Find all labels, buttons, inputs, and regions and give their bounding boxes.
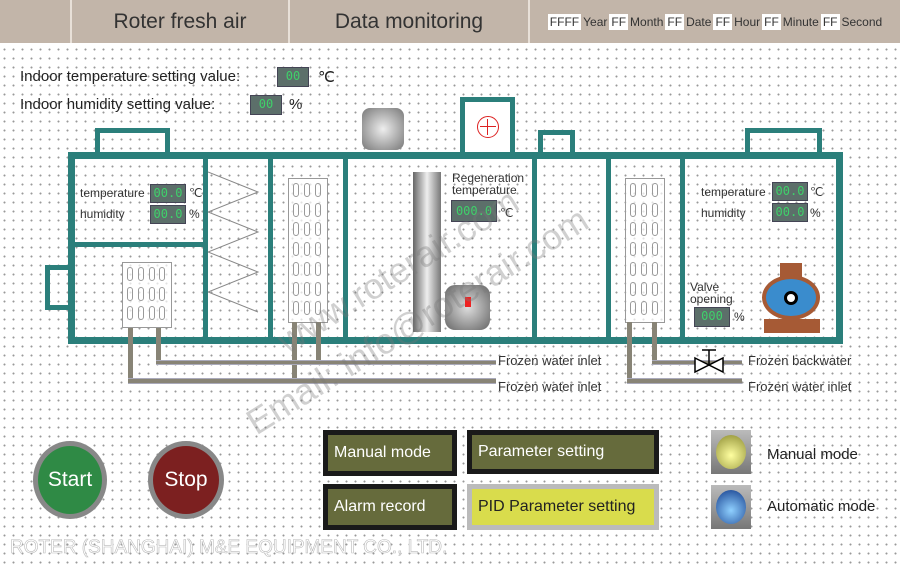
left-hum-unit: % [189, 207, 200, 221]
page-title: Data monitoring [290, 0, 530, 43]
air-inlet [45, 265, 70, 310]
second-label: Second [841, 14, 883, 29]
date-value: FF [665, 13, 685, 30]
temp-setting-input[interactable]: 00 [277, 67, 309, 87]
left-temp-label: temperature [80, 186, 145, 200]
motor-icon [445, 285, 490, 330]
right-hum-unit: % [810, 206, 821, 220]
pipe-label: Frozen water inlet [498, 379, 602, 394]
hum-setting-label: Indoor humidity setting value: [20, 96, 216, 113]
pipe [128, 378, 496, 384]
valve-opening-unit: % [734, 310, 745, 324]
pipe-label: Frozen water inlet [748, 379, 852, 394]
manual-mode-label: Manual mode [328, 435, 452, 471]
date-label: Date [686, 14, 712, 29]
regen-label: Regeneration temperature [452, 171, 525, 197]
automatic-mode-indicator-label: Automatic mode [767, 498, 876, 515]
air-hood [745, 128, 822, 154]
left-temp-unit: ℃ [189, 186, 203, 200]
minute-label: Minute [782, 14, 819, 29]
temp-setting-unit: ℃ [318, 69, 335, 86]
air-hood [538, 130, 575, 154]
right-hum-label: humidity [701, 206, 746, 220]
hum-setting-unit: % [289, 96, 303, 113]
year-label: Year [583, 14, 608, 29]
year-value: FFFF [547, 13, 582, 30]
air-handling-unit [68, 152, 843, 344]
valve-label: Valve opening [690, 280, 733, 306]
regen-hood [460, 97, 515, 154]
left-hum-value: 00.0 [150, 205, 186, 224]
regen-temp-unit: ℃ [500, 206, 514, 220]
minute-value: FF [762, 13, 781, 30]
automatic-mode-lamp-icon [711, 485, 751, 529]
parameter-setting-label: Parameter setting [472, 435, 654, 469]
hum-setting-input[interactable]: 00 [250, 95, 282, 115]
right-hum-value: 00.0 [772, 203, 808, 222]
pipe-label: Frozen backwater [748, 353, 852, 368]
stop-button[interactable]: Stop [148, 441, 224, 519]
right-temp-unit: ℃ [810, 185, 824, 199]
header-blank [0, 0, 72, 43]
hour-value: FF [713, 13, 733, 30]
blower-fan-icon [362, 108, 404, 150]
second-value: FF [820, 13, 840, 30]
month-label: Month [630, 14, 664, 29]
manual-mode-indicator-label: Manual mode [767, 446, 858, 463]
alarm-record-button[interactable]: Alarm record [323, 484, 457, 530]
parameter-setting-button[interactable]: Parameter setting [467, 430, 659, 474]
heater-coil-icon [208, 171, 260, 313]
app-title: Roter fresh air [72, 0, 290, 43]
company-footer: ROTER (SHANGHAI) M&E EQUIPMENT CO., LTD. [10, 537, 448, 559]
cooling-coil [625, 178, 665, 323]
regen-temp-value: 000.0 [451, 200, 497, 222]
damper-icon [477, 116, 499, 138]
pipe-label: Frozen water inlet [498, 353, 602, 368]
air-hood [95, 128, 170, 154]
valve-icon[interactable] [693, 348, 725, 374]
temp-setting-label: Indoor temperature setting value: [20, 68, 241, 85]
month-value: FF [609, 13, 629, 30]
left-hum-label: humidity [80, 207, 125, 221]
valve-opening-value: 000 [694, 307, 730, 327]
manual-mode-button[interactable]: Manual mode [323, 430, 457, 476]
pid-parameter-setting-button[interactable]: PID Parameter setting [467, 484, 659, 530]
pipe [156, 360, 496, 365]
right-temp-label: temperature [701, 185, 766, 199]
right-temp-value: 00.0 [772, 182, 808, 201]
pid-parameter-setting-label: PID Parameter setting [472, 489, 654, 525]
cooling-coil [122, 262, 172, 328]
alarm-record-label: Alarm record [328, 489, 452, 525]
left-temp-value: 00.0 [150, 184, 186, 203]
pump-icon [760, 263, 825, 335]
manual-mode-lamp-icon [711, 430, 751, 474]
desiccant-rotor [413, 172, 441, 332]
hour-label: Hour [734, 14, 761, 29]
cooling-coil [288, 178, 328, 323]
start-button[interactable]: Start [33, 441, 107, 519]
